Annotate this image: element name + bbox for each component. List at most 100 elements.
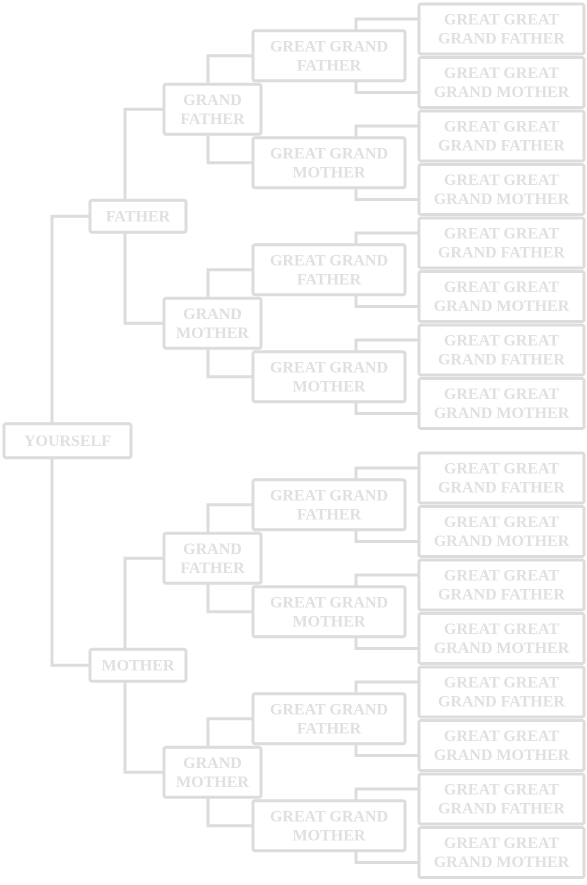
connector-down: [206, 583, 253, 614]
person-box-frame: [417, 612, 586, 665]
person-box-frame: [417, 451, 586, 505]
person-box-frame: [417, 109, 586, 163]
connector-up: [354, 573, 433, 587]
connector-up: [354, 680, 433, 694]
connector-up: [206, 717, 253, 748]
person-box-frame: [162, 296, 263, 350]
person-label: YOURSELF: [24, 433, 111, 450]
connector-down: [123, 681, 164, 774]
person-box-frame: [251, 350, 407, 404]
connector-down: [354, 850, 433, 864]
connector-down: [206, 797, 253, 828]
person-box-frame: [162, 82, 263, 136]
connector-down: [206, 134, 253, 165]
connector-down: [123, 232, 164, 325]
person-box-frame: [251, 136, 407, 190]
person-box: FATHER: [88, 198, 188, 234]
person-box-frame: [251, 478, 407, 532]
connector-down: [50, 457, 90, 667]
person-box-frame: [417, 377, 586, 430]
person-box-frame: [417, 826, 586, 879]
person-box: MOTHER: [88, 647, 188, 683]
connector-down: [206, 348, 253, 379]
person-box-frame: [88, 198, 188, 234]
connector-down: [354, 187, 433, 201]
person-box-frame: [251, 692, 407, 746]
connector-up: [123, 107, 164, 201]
person-box-frame: [251, 585, 407, 639]
person-box-frame: [251, 243, 407, 297]
connector-up: [354, 787, 433, 801]
person-box-frame: [417, 163, 586, 216]
person-box-frame: [417, 505, 586, 558]
person-box-frame: [2, 422, 133, 460]
person-box-frame: [417, 558, 586, 612]
connector-up: [354, 466, 433, 480]
person-box-frame: [417, 216, 586, 270]
person-box-frame: [417, 719, 586, 772]
person-box-frame: [88, 647, 188, 683]
person-box-frame: [162, 745, 263, 799]
connector-up: [50, 214, 90, 424]
person-box-frame: [417, 665, 586, 719]
connector-up: [206, 503, 253, 534]
connector-up: [206, 54, 253, 85]
person-box-frame: [417, 323, 586, 377]
person-label: MOTHER: [102, 657, 175, 674]
connector-down: [354, 294, 433, 308]
person-box-frame: [417, 2, 586, 56]
person-box-frame: [417, 270, 586, 323]
connector-up: [354, 338, 433, 352]
person-box-frame: [417, 772, 586, 826]
connector-down: [354, 743, 433, 757]
person-label: FATHER: [106, 208, 171, 225]
connector-down: [354, 401, 433, 415]
connector-down: [354, 529, 433, 543]
connector-lines: [50, 17, 433, 864]
person-box: YOURSELF: [2, 422, 133, 460]
